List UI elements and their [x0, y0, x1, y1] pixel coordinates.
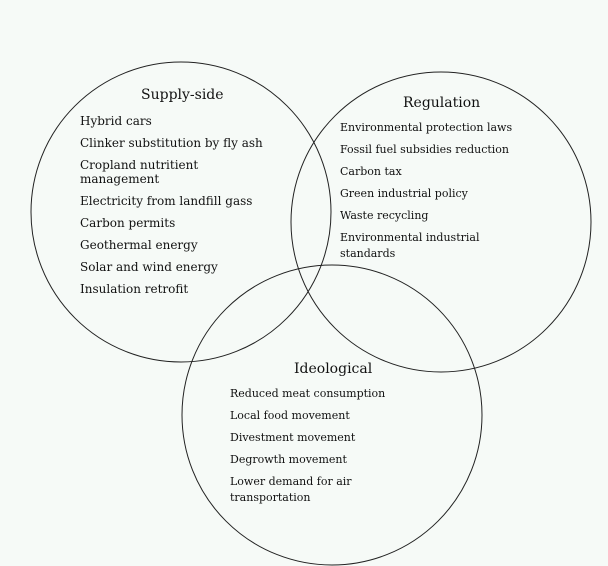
ideological-circle [181, 264, 483, 566]
list-item: Local food movement [230, 409, 350, 422]
list-item: Electricity from landfill gass [80, 194, 253, 208]
list-item: Carbon tax [340, 165, 402, 178]
list-item: Environmental industrial standards [340, 231, 480, 260]
list-item: Reduced meat consumption [230, 387, 386, 400]
regulation-circle [290, 71, 592, 373]
list-item: Hybrid cars [80, 114, 152, 128]
supply-side-circle [30, 61, 332, 363]
list-item: Solar and wind energy [80, 260, 218, 274]
list-item: Geothermal energy [80, 238, 198, 252]
ideological-title: Ideological [294, 361, 373, 377]
list-item: Degrowth movement [230, 453, 347, 466]
supply-side-title: Supply-side [141, 87, 224, 103]
ideological-list: Reduced meat consumption Local food move… [230, 386, 430, 512]
list-item: Clinker substitution by fly ash [80, 136, 263, 150]
list-item: Cropland nutritient management [80, 158, 199, 186]
list-item: Environmental protection laws [340, 121, 513, 134]
list-item: Green industrial policy [340, 187, 468, 200]
regulation-list: Environmental protection laws Fossil fue… [340, 120, 540, 268]
list-item: Carbon permits [80, 216, 176, 230]
list-item: Lower demand for air transportation [230, 475, 352, 504]
list-item: Insulation retrofit [80, 282, 189, 296]
regulation-title: Regulation [403, 95, 481, 111]
list-item: Waste recycling [340, 209, 429, 222]
list-item: Divestment movement [230, 431, 356, 444]
list-item: Fossil fuel subsidies reduction [340, 143, 510, 156]
supply-side-list: Hybrid cars Clinker substitution by fly … [80, 114, 290, 304]
